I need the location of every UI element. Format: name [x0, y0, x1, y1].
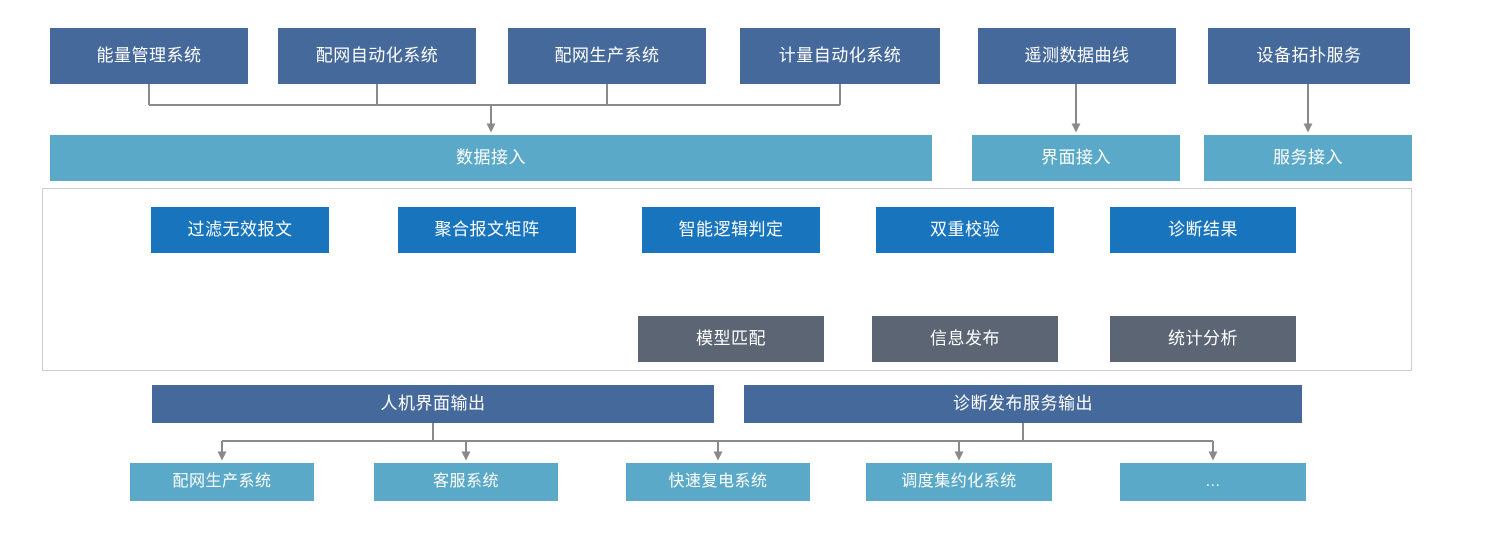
access-layer-data[interactable]: 数据接入	[50, 135, 932, 181]
consumer-system-distribution-production-label: 配网生产系统	[172, 473, 272, 491]
stage-diagnosis-result-label: 诊断结果	[1168, 219, 1238, 239]
source-system-metering-automation[interactable]: 计量自动化系统	[740, 28, 940, 84]
consumer-system-customer-service-label: 客服系统	[432, 473, 499, 491]
source-system-device-topology-service[interactable]: 设备拓扑服务	[1208, 28, 1410, 84]
stage-filter-invalid-messages-label: 过滤无效报文	[187, 219, 293, 239]
stage-dual-verification[interactable]: 双重校验	[876, 207, 1054, 253]
consumer-system-customer-service[interactable]: 客服系统	[374, 463, 558, 501]
access-layer-data-label: 数据接入	[456, 147, 526, 167]
access-layer-service-label: 服务接入	[1273, 147, 1343, 167]
source-system-metering-automation-label: 计量自动化系统	[778, 45, 902, 65]
result-node-info-publishing[interactable]: 信息发布	[872, 316, 1058, 362]
source-system-ems-label: 能量管理系统	[96, 45, 202, 65]
stage-dual-verification-label: 双重校验	[930, 219, 1000, 239]
result-node-statistical-analysis-label: 统计分析	[1168, 328, 1238, 348]
output-bar-hmi[interactable]: 人机界面输出	[152, 385, 714, 423]
source-system-distribution-automation-label: 配网自动化系统	[315, 45, 439, 65]
source-system-ems[interactable]: 能量管理系统	[50, 28, 248, 84]
output-bar-diagnosis-publishing-service-label: 诊断发布服务输出	[953, 393, 1093, 413]
access-layer-service[interactable]: 服务接入	[1204, 135, 1412, 181]
source-system-distribution-automation[interactable]: 配网自动化系统	[278, 28, 476, 84]
consumer-system-rapid-restoration[interactable]: 快速复电系统	[626, 463, 810, 501]
output-bar-hmi-label: 人机界面输出	[380, 393, 486, 413]
source-system-distribution-production-label: 配网生产系统	[554, 45, 660, 65]
result-node-info-publishing-label: 信息发布	[930, 328, 1000, 348]
result-node-model-matching-label: 模型匹配	[696, 328, 766, 348]
access-layer-ui[interactable]: 界面接入	[972, 135, 1180, 181]
result-node-model-matching[interactable]: 模型匹配	[638, 316, 824, 362]
consumer-system-more-label: ...	[1205, 473, 1221, 491]
stage-intelligent-logic-decision-label: 智能逻辑判定	[678, 219, 784, 239]
consumer-system-dispatch-intensive[interactable]: 调度集约化系统	[866, 463, 1052, 501]
stage-diagnosis-result[interactable]: 诊断结果	[1110, 207, 1296, 253]
consumer-system-dispatch-intensive-label: 调度集约化系统	[901, 473, 1017, 491]
consumer-system-rapid-restoration-label: 快速复电系统	[668, 473, 768, 491]
source-system-device-topology-service-label: 设备拓扑服务	[1256, 45, 1362, 65]
source-system-distribution-production[interactable]: 配网生产系统	[508, 28, 706, 84]
stage-filter-invalid-messages[interactable]: 过滤无效报文	[151, 207, 329, 253]
output-bar-diagnosis-publishing-service[interactable]: 诊断发布服务输出	[744, 385, 1302, 423]
source-system-telemetry-curve-label: 遥测数据曲线	[1024, 45, 1130, 65]
stage-aggregate-message-matrix[interactable]: 聚合报文矩阵	[398, 207, 576, 253]
consumer-system-more[interactable]: ...	[1120, 463, 1306, 501]
stage-intelligent-logic-decision[interactable]: 智能逻辑判定	[642, 207, 820, 253]
result-node-statistical-analysis[interactable]: 统计分析	[1110, 316, 1296, 362]
consumer-system-distribution-production[interactable]: 配网生产系统	[130, 463, 314, 501]
stage-aggregate-message-matrix-label: 聚合报文矩阵	[434, 219, 540, 239]
access-layer-ui-label: 界面接入	[1041, 147, 1111, 167]
source-system-telemetry-curve[interactable]: 遥测数据曲线	[978, 28, 1176, 84]
